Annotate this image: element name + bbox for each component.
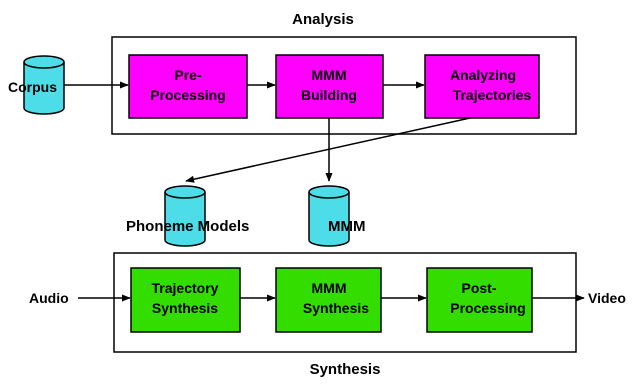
preprocessing-box: Pre- Processing bbox=[128, 54, 248, 119]
mmm-store bbox=[308, 185, 350, 247]
mmm-store-label: MMM bbox=[328, 218, 366, 235]
mmm-synthesis-label-line1: MMM bbox=[312, 280, 347, 296]
arrow-analyzing-to-phoneme-models bbox=[185, 117, 471, 183]
mmm-building-label-line2: Building bbox=[301, 87, 357, 103]
mmm-synthesis-label-line2: Synthesis bbox=[303, 300, 369, 316]
preprocessing-label-line1: Pre- bbox=[174, 67, 202, 83]
preprocessing-label-line2: Processing bbox=[150, 87, 225, 103]
video-label: Video bbox=[588, 290, 626, 306]
trajectory-synthesis-label-line1: Trajectory bbox=[152, 280, 219, 296]
audio-label: Audio bbox=[29, 290, 69, 306]
mmm-synthesis-box: MMM Synthesis bbox=[275, 267, 382, 333]
corpus-label: Corpus bbox=[8, 79, 57, 95]
trajectory-synthesis-label-line2: Synthesis bbox=[152, 300, 218, 316]
analyzing-trajectories-label-line2: Trajectories bbox=[453, 87, 532, 103]
phoneme-models-store bbox=[164, 185, 206, 247]
phoneme-models-label: Phoneme Models bbox=[126, 218, 249, 235]
trajectory-synthesis-box: Trajectory Synthesis bbox=[130, 267, 241, 333]
post-processing-box: Post- Processing bbox=[426, 267, 533, 333]
analysis-title: Analysis bbox=[292, 11, 354, 28]
post-processing-label-line1: Post- bbox=[462, 280, 497, 296]
synthesis-frame bbox=[113, 252, 577, 353]
analyzing-trajectories-label-line1: Analyzing bbox=[450, 67, 516, 83]
synthesis-title: Synthesis bbox=[310, 361, 381, 378]
mmm-building-label-line1: MMM bbox=[312, 67, 347, 83]
analyzing-trajectories-box: Analyzing Trajectories bbox=[424, 54, 540, 119]
post-processing-label-line2: Processing bbox=[450, 300, 525, 316]
mmm-building-box: MMM Building bbox=[275, 54, 384, 119]
corpus-store bbox=[23, 55, 65, 115]
